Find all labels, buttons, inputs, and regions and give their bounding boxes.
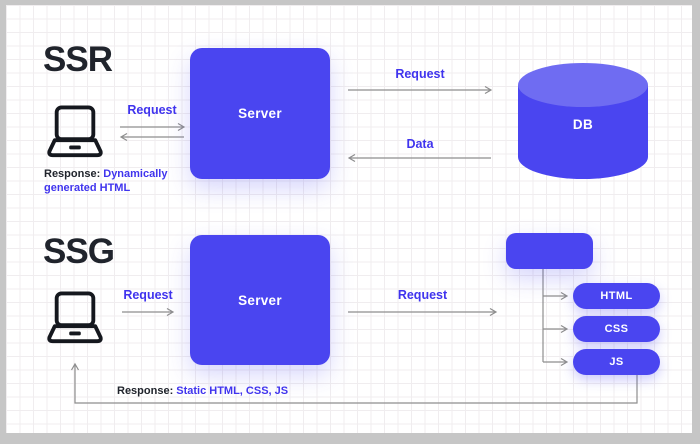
ssg-file-pill-js: JS: [573, 349, 660, 375]
ssr-db-data-label: Data: [406, 137, 434, 151]
ssg-file-pill-html: HTML: [573, 283, 660, 309]
ssg-file-tree-lines: [542, 269, 569, 367]
ssr-db-data-arrow: [347, 153, 491, 163]
ssg-file-label-html: HTML: [600, 290, 633, 302]
ssr-db-request-label: Request: [395, 67, 445, 81]
ssr-server-label: Server: [238, 106, 282, 121]
ssr-db-label: DB: [572, 117, 594, 132]
ssg-title: SSG: [43, 232, 115, 271]
ssg-build-box: [506, 233, 593, 269]
laptop-icon: [47, 105, 103, 158]
ssr-request-label: Request: [127, 103, 177, 117]
ssg-server-label: Server: [238, 292, 282, 308]
ssr-db-request-arrow: [348, 85, 493, 95]
db-cylinder-icon: [518, 63, 648, 179]
ssg-server-box: Server: [190, 235, 330, 365]
ssg-file-label-css: CSS: [604, 323, 629, 335]
ssr-response-note: Response:Dynamically generated HTML: [44, 167, 168, 195]
ssr-client-request-arrow: [120, 122, 186, 132]
ssr-title: SSR: [43, 40, 113, 79]
ssr-response-prefix: Response:: [44, 168, 101, 180]
ssg-response-note: Response:Static HTML, CSS, JS: [117, 384, 288, 398]
ssg-response-prefix: Response:: [117, 385, 174, 397]
ssr-server-box: Server: [190, 48, 330, 179]
ssg-response-text: Static HTML, CSS, JS: [176, 385, 289, 397]
ssg-server-request-label: Request: [397, 288, 448, 302]
ssg-client-request-arrow: [122, 307, 175, 317]
ssg-file-label-js: JS: [609, 356, 624, 368]
ssr-client-response-arrow: [119, 132, 184, 142]
ssg-server-request-arrow: [348, 307, 498, 317]
ssg-request-label: Request: [123, 288, 173, 302]
ssg-file-pill-css: CSS: [573, 316, 660, 342]
ssr-response-text: Dynamically generated HTML: [44, 168, 168, 194]
laptop-icon: [47, 291, 103, 344]
ssg-response-path-arrow: [70, 362, 638, 404]
